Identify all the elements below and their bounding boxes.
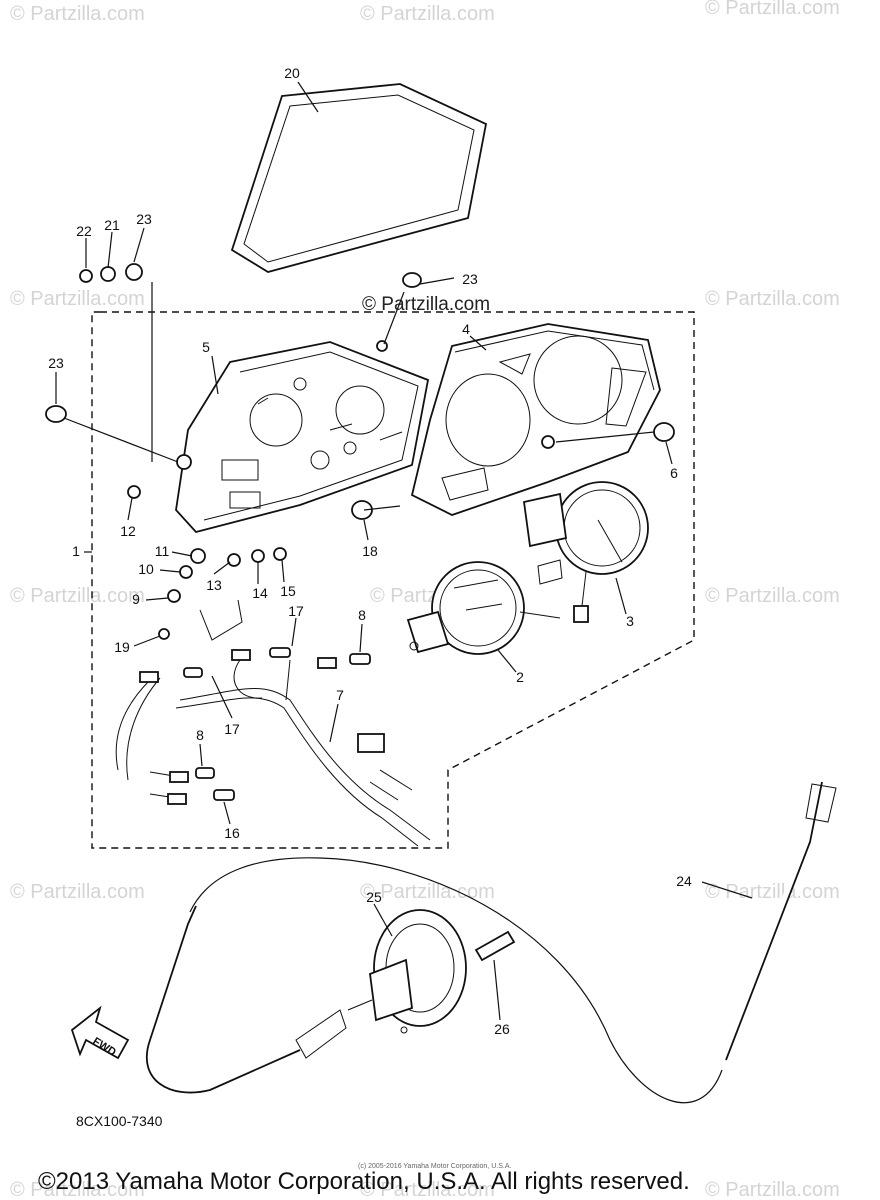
watermark: © Partzilla.com xyxy=(10,3,145,25)
callout-23: 23 xyxy=(136,211,152,227)
callout-15: 15 xyxy=(280,583,296,599)
watermark: © Partzilla.com xyxy=(705,881,840,903)
copyright: ©2013 Yamaha Motor Corporation, U.S.A. A… xyxy=(38,1168,690,1195)
callout-10: 10 xyxy=(138,561,154,577)
fasteners xyxy=(45,263,675,640)
callout-17: 17 xyxy=(288,603,304,619)
knob-6 xyxy=(653,422,675,442)
screw-6-mount xyxy=(541,435,555,449)
screw-head xyxy=(176,454,192,470)
small-print: (c) 2005-2016 Yamaha Motor Corporation, … xyxy=(358,1163,511,1170)
watermark: © Partzilla.com xyxy=(360,3,495,25)
part-7-wire-harness xyxy=(115,599,431,847)
watermark: © Partzilla.com xyxy=(10,881,145,903)
watermark: © Partzilla.com xyxy=(705,1179,840,1200)
watermark: © Partzilla.com xyxy=(360,881,495,903)
callout-19: 19 xyxy=(114,639,130,655)
callouts: 20 22 21 23 23 23 4 5 6 12 1 11 10 9 13 … xyxy=(48,65,692,1037)
grommet-23 xyxy=(125,263,143,281)
diagram-code: 8CX100-7340 xyxy=(76,1113,163,1129)
grommet-23 xyxy=(402,272,422,288)
nut-11 xyxy=(190,548,206,564)
callout-17: 17 xyxy=(224,721,240,737)
callout-22: 22 xyxy=(76,223,92,239)
washer-10 xyxy=(179,565,193,579)
bulb-8 xyxy=(349,653,371,665)
callout-7: 7 xyxy=(336,687,344,703)
callout-3: 3 xyxy=(626,613,634,629)
callout-6: 6 xyxy=(670,465,678,481)
callout-26: 26 xyxy=(494,1021,510,1037)
grommet-18 xyxy=(351,500,373,520)
part-14 xyxy=(251,549,265,563)
callout-12: 12 xyxy=(120,523,136,539)
bulb-17 xyxy=(269,647,291,658)
leader-lines xyxy=(55,81,753,1021)
callout-4: 4 xyxy=(462,321,470,337)
callout-16: 16 xyxy=(224,825,240,841)
watermark: © Partzilla.com xyxy=(705,288,840,310)
stud xyxy=(376,340,388,352)
watermark: © Partzilla.com xyxy=(10,1179,145,1200)
site-mark: © Partzilla.com xyxy=(362,294,490,315)
nut-22 xyxy=(79,269,93,283)
fwd-arrow: FWD xyxy=(70,1005,130,1060)
assembly-boundary xyxy=(91,311,695,849)
part-24-meter-cable xyxy=(189,781,837,1104)
callout-5: 5 xyxy=(202,339,210,355)
screw-19 xyxy=(158,628,170,640)
watermark: © Partzilla.com xyxy=(10,585,145,607)
screw-12 xyxy=(127,485,141,499)
callout-21: 21 xyxy=(104,217,120,233)
part-3-tachometer xyxy=(522,481,649,623)
watermark: © Partzilla.com xyxy=(705,585,840,607)
front-cable xyxy=(145,905,347,1094)
callout-23: 23 xyxy=(462,271,478,287)
callout-1: 1 xyxy=(72,543,80,559)
callout-14: 14 xyxy=(252,585,268,601)
callout-25: 25 xyxy=(366,889,382,905)
callout-13: 13 xyxy=(206,577,222,593)
bulb-17 xyxy=(183,667,203,678)
callout-8: 8 xyxy=(358,607,366,623)
part-20-gasket xyxy=(230,83,488,273)
callout-24: 24 xyxy=(676,873,692,889)
callout-11: 11 xyxy=(155,543,170,559)
watermark: © Partzilla.com xyxy=(705,0,840,19)
callout-2: 2 xyxy=(516,669,524,685)
callout-18: 18 xyxy=(362,543,378,559)
bulbs xyxy=(183,647,371,801)
callout-9: 9 xyxy=(132,591,140,607)
callout-23: 23 xyxy=(48,355,64,371)
watermark: © Partzilla.com xyxy=(360,1179,495,1200)
grommet-23 xyxy=(45,405,67,423)
part-13 xyxy=(227,553,241,567)
callout-8: 8 xyxy=(196,727,204,743)
part-25-gear-unit xyxy=(347,909,467,1034)
bulb-8 xyxy=(195,767,215,779)
screw-9 xyxy=(167,589,181,603)
part-4-meter-cover xyxy=(410,323,661,516)
bulb-16 xyxy=(213,789,235,801)
washer-21 xyxy=(100,266,116,282)
part-26-pin xyxy=(474,930,516,962)
callout-20: 20 xyxy=(284,65,300,81)
part-2-speedometer xyxy=(406,561,561,655)
watermark: © Partzilla.com xyxy=(10,288,145,310)
part-15 xyxy=(273,547,287,561)
